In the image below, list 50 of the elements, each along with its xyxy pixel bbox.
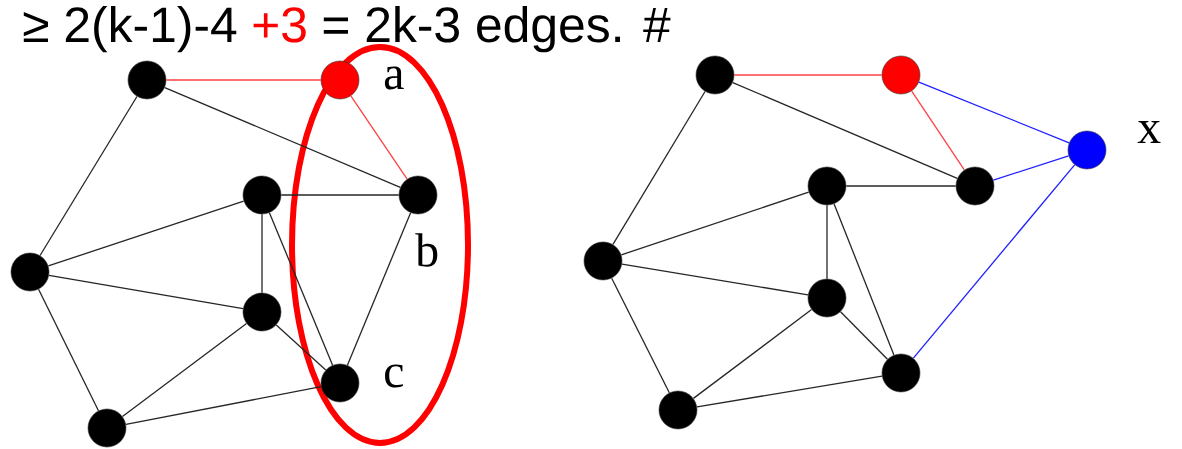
vertex-label: b [415, 233, 438, 267]
graph-vertex [583, 241, 623, 281]
graph-edge [839, 311, 889, 360]
graph-edge [826, 204, 828, 280]
graph-edge [733, 74, 883, 76]
vertex-label: x [1137, 121, 1161, 143]
graph-edge [692, 308, 813, 400]
formula-text: +3 [253, 7, 306, 43]
graph-edge [350, 95, 408, 180]
graph-edge [732, 81, 958, 180]
graph-edge [620, 191, 810, 256]
graph-edge [164, 86, 401, 189]
graph-vertex [695, 55, 735, 95]
graph-vertex [658, 390, 698, 430]
graph-edge [268, 212, 334, 366]
graph-edge [37, 288, 100, 412]
graph-vertex [242, 292, 282, 332]
graph-edge [47, 200, 245, 267]
vertex-label: a [384, 66, 404, 90]
graph-vertex [955, 166, 995, 206]
graph-edge [165, 79, 322, 81]
graph-edge [346, 212, 412, 366]
graph-edge [48, 274, 244, 310]
graph-vertex [881, 353, 921, 393]
graph-vertex [127, 60, 167, 100]
graph-edge [912, 164, 1076, 359]
graph-edge [125, 386, 322, 425]
graph-vertex [807, 278, 847, 318]
graph-vertex [87, 408, 127, 448]
graph-edge [621, 263, 809, 296]
graph-edge [911, 90, 965, 171]
graph-edge [696, 375, 883, 408]
graph-edge [918, 81, 1070, 144]
graph-edge [275, 324, 327, 371]
graph-edge [612, 90, 706, 246]
formula-text: = 2k-3 edges. # [323, 5, 671, 53]
graph-edge [992, 155, 1070, 181]
graph-vertex [807, 166, 847, 206]
graph-edge [845, 185, 957, 187]
graph-vertex [10, 252, 50, 292]
vertex-label: c [385, 364, 403, 388]
graph-edge [833, 203, 895, 356]
graph-edge [280, 194, 400, 196]
graph-edge [39, 95, 138, 257]
graph-edge [121, 322, 248, 418]
formula-text: ≥ 2(k-1)-4 [23, 5, 237, 53]
graph-edge [261, 213, 263, 294]
graph-edge [611, 277, 670, 394]
graph-vertex [881, 55, 921, 95]
graph-vertex [242, 175, 282, 215]
